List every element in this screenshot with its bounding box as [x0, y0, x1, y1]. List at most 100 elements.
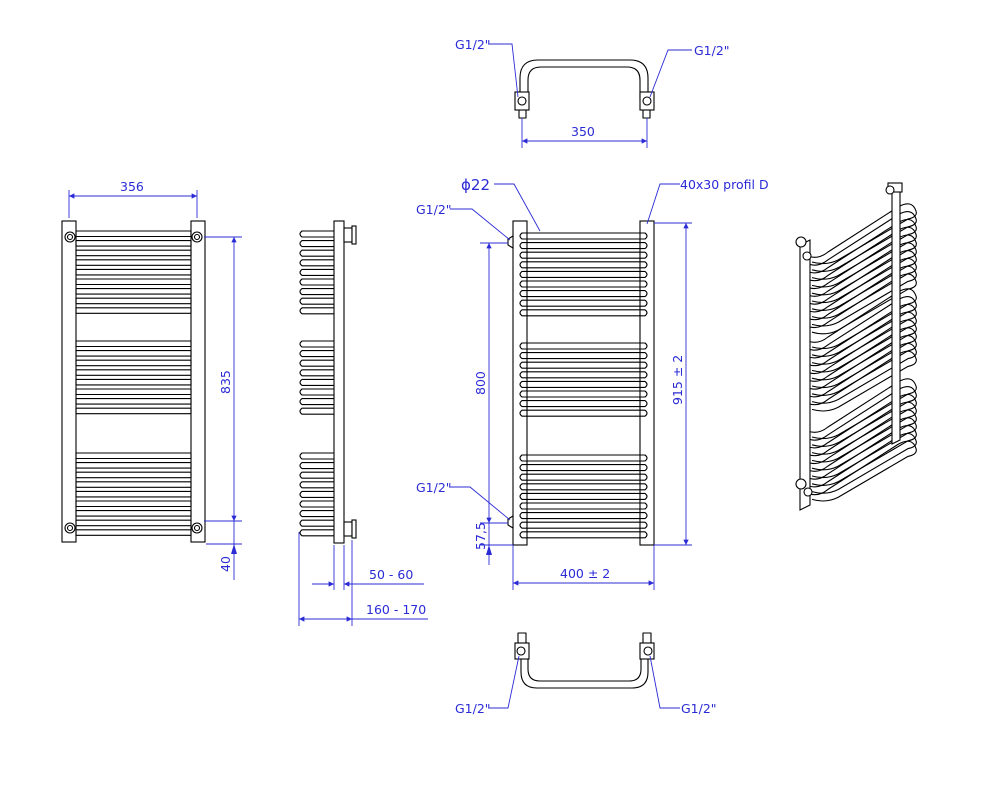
side-bar: [299, 398, 334, 406]
iso-bar: [807, 393, 917, 455]
main-bar: [519, 242, 648, 250]
iso-bar: [807, 335, 917, 396]
front-bar: [75, 388, 192, 396]
main-top-connection-leader: [450, 208, 511, 241]
main-profile-label: 40x30 profil D: [680, 177, 769, 192]
front-connector-bottom-left-inner: [66, 524, 74, 532]
top-left-leader: [488, 43, 519, 98]
bottom-view-left-port: [516, 646, 526, 656]
front-bars: [75, 230, 192, 536]
main-bar: [519, 309, 648, 317]
top-view-left-port: [517, 96, 527, 106]
front-bottom-offset-label: 40: [218, 556, 233, 572]
top-view-left-stem: [518, 109, 527, 119]
main-bar: [519, 232, 648, 240]
main-total-height-label: 915 ± 2: [670, 355, 685, 405]
iso-bar: [807, 303, 917, 365]
main-top-connection-label: G1/2": [416, 202, 452, 217]
side-bar: [299, 471, 334, 479]
main-bar: [519, 409, 648, 417]
top-left-connection-label: G1/2": [455, 37, 491, 52]
main-bar: [519, 251, 648, 259]
main-total-width-label: 400 ± 2: [560, 566, 610, 581]
main-bar: [519, 371, 648, 379]
front-right-post: [190, 220, 206, 543]
side-bar: [299, 359, 334, 367]
iso-left-top-valve-knob: [802, 251, 812, 261]
main-connection-height-label: 800: [473, 371, 488, 395]
side-bar: [299, 519, 334, 527]
iso-left-bottom-valve: [795, 478, 807, 490]
iso-left-post: [799, 239, 811, 511]
front-connector-bottom-right: [191, 522, 203, 534]
front-view: 356 835 40: [61, 179, 242, 580]
front-bar: [75, 452, 192, 460]
iso-left-top-valve: [795, 236, 807, 248]
main-bottom-offset-label: 57,5: [473, 522, 488, 550]
main-bar: [519, 280, 648, 288]
iso-bar: [807, 234, 917, 296]
top-view-pipe-inner: [527, 66, 641, 100]
main-bar: [519, 521, 648, 529]
main-view: ϕ22 40x30 profil D G1/2" G1/2" 800 57,5 …: [416, 176, 769, 590]
main-bar: [519, 400, 648, 408]
top-right-connection-label: G1/2": [694, 43, 730, 58]
iso-bar: [807, 242, 917, 304]
iso-bar: [807, 350, 917, 412]
side-bar: [299, 278, 334, 286]
side-bar: [299, 288, 334, 296]
iso-bar: [807, 218, 917, 280]
top-width-label: 350: [571, 124, 595, 139]
iso-bar: [807, 257, 917, 319]
bottom-view-left-valve: [514, 642, 530, 660]
iso-bar: [807, 319, 917, 381]
iso-bar: [807, 417, 917, 479]
top-view: G1/2" G1/2" 350: [455, 37, 730, 148]
main-bars: [519, 232, 648, 539]
iso-bar: [807, 265, 917, 327]
side-bar: [299, 350, 334, 358]
main-bar: [519, 483, 648, 491]
side-bottom-valve: [343, 521, 353, 537]
main-bottom-left-fitting: [507, 515, 514, 529]
front-bar: [75, 500, 192, 508]
bottom-left-leader: [488, 655, 520, 709]
side-bar: [299, 500, 334, 508]
side-bar: [299, 249, 334, 257]
front-bar: [75, 398, 192, 405]
top-right-leader: [649, 49, 692, 98]
front-bar: [75, 510, 192, 517]
side-bar: [299, 268, 334, 276]
main-bottom-offset-arrow: [486, 545, 492, 555]
bottom-right-connection-label: G1/2": [681, 701, 717, 716]
iso-bar: [807, 288, 917, 350]
bottom-left-connection-label: G1/2": [455, 701, 491, 716]
main-bar: [519, 270, 648, 278]
front-bar: [75, 240, 192, 247]
side-bar: [299, 529, 334, 537]
front-bar: [75, 359, 192, 367]
front-bar: [75, 350, 192, 357]
side-bars: [299, 230, 334, 537]
bottom-view-right-stem: [642, 632, 652, 644]
side-bar: [299, 388, 334, 396]
side-view: 50 - 60 160 - 170: [298, 220, 428, 626]
front-connector-top-right-inner: [193, 233, 201, 241]
front-width-label: 356: [120, 179, 144, 194]
side-wall-distance-label: 50 - 60: [369, 567, 413, 582]
side-bar: [299, 490, 334, 498]
bottom-view-pipe-outer: [520, 659, 649, 689]
iso-bar: [807, 273, 917, 335]
front-bar: [75, 259, 192, 266]
front-bar: [75, 288, 192, 295]
iso-bar: [807, 203, 917, 265]
side-bar: [299, 297, 334, 305]
side-bar: [299, 510, 334, 518]
side-bar: [299, 378, 334, 386]
front-bar: [75, 297, 192, 305]
main-bottom-connection-leader: [449, 486, 511, 521]
iso-bar: [807, 250, 917, 311]
main-bar: [519, 502, 648, 510]
side-bar: [299, 481, 334, 489]
front-bar: [75, 529, 192, 536]
